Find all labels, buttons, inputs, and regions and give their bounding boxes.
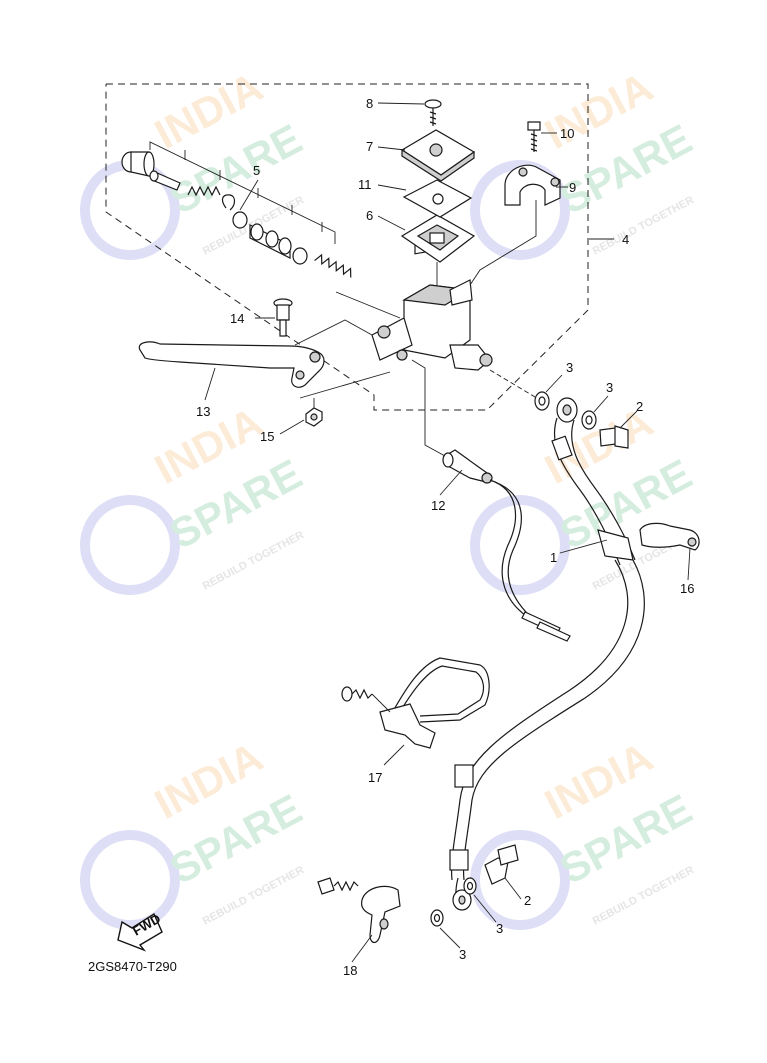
brake-lever (138, 341, 325, 388)
callout-11: 11 (358, 177, 372, 192)
holder-screw (341, 686, 373, 702)
piston-kit (121, 141, 401, 319)
union-bolt-bottom (484, 844, 519, 885)
watermark-logo-icon (80, 495, 180, 595)
watermark-top-left: INDIA SPARE REBUILD TOGETHER (80, 63, 309, 260)
diagram-code: 2GS8470-T290 (88, 959, 177, 974)
hose-fitting-lower (449, 849, 469, 871)
callout-6: 6 (366, 208, 373, 223)
callout-3-top-b: 3 (606, 380, 613, 395)
watermark-bottom-left: INDIA SPARE REBUILD TOGETHER (80, 733, 309, 930)
copper-washer-top-2 (581, 410, 597, 430)
lever-lead-lines (294, 319, 391, 408)
callout-17: 17 (368, 770, 382, 785)
hose-holder (341, 657, 490, 749)
assembly-boundary (105, 83, 589, 411)
callout-4: 4 (622, 232, 629, 247)
callout-1: 1 (550, 550, 557, 565)
pivot-screw (273, 298, 293, 337)
callout-18: 18 (343, 963, 357, 978)
circlip (221, 194, 236, 211)
diaphragm-plate (402, 179, 473, 218)
pivot-nut (305, 407, 323, 427)
callout-labels: 1 2 2 3 3 3 3 4 5 6 7 8 9 10 11 12 13 14… (196, 96, 694, 978)
watermark-logo-icon (80, 830, 180, 930)
watermark-logo-icon (470, 160, 570, 260)
callout-14: 14 (230, 311, 244, 326)
watermark-logo-icon (470, 495, 570, 595)
hose-fitting-upper (454, 764, 474, 788)
piston-seal (292, 247, 308, 265)
callout-15: 15 (260, 429, 274, 444)
callout-12: 12 (431, 498, 445, 513)
master-cylinder-body (371, 227, 493, 371)
callout-3-bottom-a: 3 (496, 921, 503, 936)
callout-3-top-a: 3 (566, 360, 573, 375)
watermark-logo-icon (470, 830, 570, 930)
piston-cup (232, 211, 248, 229)
hose-guide (639, 522, 700, 551)
union-bolt-top (599, 425, 629, 449)
callout-2-top: 2 (636, 399, 643, 414)
callout-3-bottom-b: 3 (459, 947, 466, 962)
watermark-bottom-right: INDIA SPARE REBUILD TOGETHER (470, 733, 699, 930)
brake-hose (449, 397, 645, 911)
copper-washer-top-1 (534, 391, 550, 411)
reservoir-cap (400, 129, 476, 182)
kit-bracket (149, 141, 336, 244)
piston-boot (121, 151, 155, 177)
fwd-arrow: FWD (117, 911, 163, 952)
brake-switch (442, 449, 571, 642)
diaphragm (400, 214, 476, 263)
assembly-lead-line (469, 200, 537, 286)
switch-lead-line (411, 359, 446, 457)
watermark-top-right: INDIA SPARE REBUILD TOGETHER (470, 63, 699, 260)
callout-5: 5 (253, 163, 260, 178)
watermark-mid-left: INDIA SPARE REBUILD TOGETHER (80, 398, 309, 595)
callout-7: 7 (366, 139, 373, 154)
holder-bolt (527, 121, 541, 152)
watermark-group: INDIA SPARE REBUILD TOGETHER INDIA SPARE… (80, 63, 699, 930)
bracket-bolt (317, 877, 359, 895)
callout-13: 13 (196, 404, 210, 419)
callout-8: 8 (366, 96, 373, 111)
callout-16: 16 (680, 581, 694, 596)
callout-leaders (204, 102, 691, 963)
copper-washer-bottom-2 (430, 909, 444, 927)
copper-washer-bottom-1 (463, 877, 477, 895)
return-spring (314, 253, 352, 278)
callout-2-bottom: 2 (524, 893, 531, 908)
piston (249, 223, 292, 259)
bolt-axis-line (489, 369, 536, 398)
bracket-assembly (317, 877, 401, 944)
callout-9: 9 (569, 180, 576, 195)
small-spring (187, 185, 221, 197)
callout-10: 10 (560, 126, 574, 141)
master-cylinder-holder (504, 164, 561, 206)
cap-screw (424, 99, 442, 126)
